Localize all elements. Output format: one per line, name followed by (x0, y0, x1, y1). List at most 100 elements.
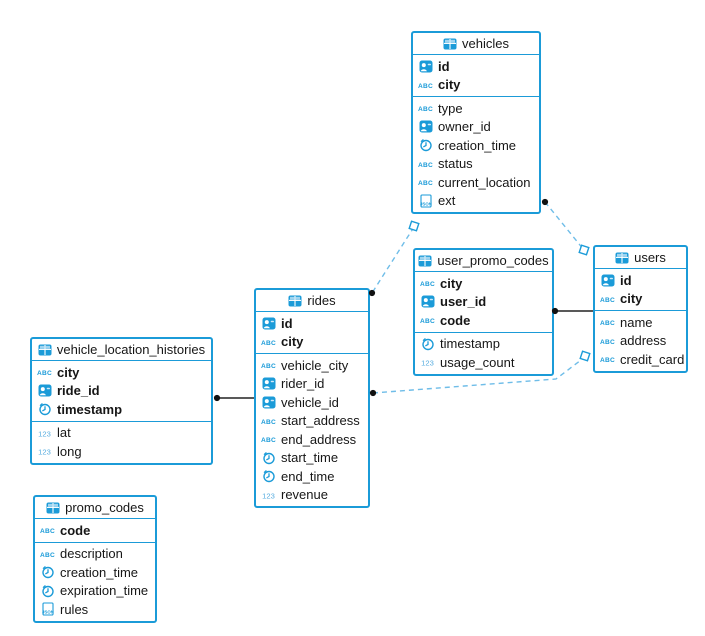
edge-dot-marker (213, 394, 221, 402)
table-header-vehicles[interactable]: vehicles (413, 33, 539, 55)
edge-square-marker (408, 220, 420, 232)
field-start_time[interactable]: start_time (256, 449, 368, 468)
table-header-rides[interactable]: rides (256, 290, 368, 312)
field-city[interactable]: ABC city (595, 290, 686, 309)
field-name: type (438, 100, 463, 116)
field-id[interactable]: id (256, 314, 368, 333)
edge-dot-marker (541, 198, 549, 206)
table-name: vehicle_location_histories (56, 342, 206, 357)
field-name: lat (57, 425, 71, 441)
text-type-icon: ABC (260, 359, 277, 371)
field-end_time[interactable]: end_time (256, 467, 368, 486)
json-type-icon: JSON (39, 602, 56, 616)
svg-text:ABC: ABC (418, 162, 433, 169)
datetime-icon (417, 138, 434, 152)
field-name: timestamp (57, 401, 123, 417)
svg-text:ABC: ABC (37, 370, 52, 377)
svg-text:ABC: ABC (261, 437, 276, 444)
text-type-icon: ABC (260, 336, 277, 348)
field-creation_time[interactable]: creation_time (413, 136, 539, 155)
field-name: id (281, 315, 293, 331)
field-ride_id[interactable]: ride_id (32, 382, 211, 401)
field-timestamp[interactable]: timestamp (32, 400, 211, 419)
field-start_address[interactable]: ABC start_address (256, 412, 368, 431)
svg-text:ABC: ABC (600, 297, 615, 304)
table-name: rides (307, 293, 336, 308)
field-user_id[interactable]: user_id (415, 293, 552, 312)
field-name: ride_id (57, 383, 100, 399)
svg-text:ABC: ABC (261, 363, 276, 370)
id-card-icon (599, 274, 616, 287)
svg-text:123: 123 (38, 429, 51, 438)
svg-text:ABC: ABC (418, 180, 433, 187)
svg-text:ABC: ABC (600, 320, 615, 327)
text-type-icon: ABC (417, 176, 434, 188)
field-timestamp[interactable]: timestamp (415, 335, 552, 354)
field-name: timestamp (440, 336, 500, 352)
svg-text:ABC: ABC (40, 552, 55, 559)
datetime-icon (419, 337, 436, 351)
svg-text:ABC: ABC (420, 281, 435, 288)
field-name: end_time (281, 468, 335, 484)
text-type-icon: ABC (260, 415, 277, 427)
field-name: expiration_time (60, 583, 149, 599)
field-owner_id[interactable]: owner_id (413, 118, 539, 137)
field-name: long (57, 443, 82, 459)
text-type-icon: ABC (36, 366, 53, 378)
field-creation_time[interactable]: creation_time (35, 563, 155, 582)
table-header-vehicle_location_histories[interactable]: vehicle_location_histories (32, 339, 211, 361)
table-header-promo_codes[interactable]: promo_codes (35, 497, 155, 519)
field-id[interactable]: id (595, 271, 686, 290)
table-header-users[interactable]: users (595, 247, 686, 269)
field-description[interactable]: ABC description (35, 545, 155, 564)
relationship-vehicles-users (541, 198, 590, 256)
table-header-user_promo_codes[interactable]: user_promo_codes (415, 250, 552, 272)
field-rider_id[interactable]: rider_id (256, 375, 368, 394)
field-name: rider_id (281, 376, 325, 392)
field-name: description (60, 546, 123, 562)
field-expiration_time[interactable]: expiration_time (35, 582, 155, 601)
text-type-icon: ABC (419, 314, 436, 326)
field-id[interactable]: id (413, 57, 539, 76)
table-name: users (634, 250, 666, 265)
field-name: start_address (281, 413, 360, 429)
field-vehicle_id[interactable]: vehicle_id (256, 393, 368, 412)
field-lat[interactable]: 123 lat (32, 424, 211, 443)
table-icon (443, 38, 457, 50)
svg-text:ABC: ABC (418, 83, 433, 90)
table-name: promo_codes (65, 500, 144, 515)
field-name: city (620, 291, 643, 307)
